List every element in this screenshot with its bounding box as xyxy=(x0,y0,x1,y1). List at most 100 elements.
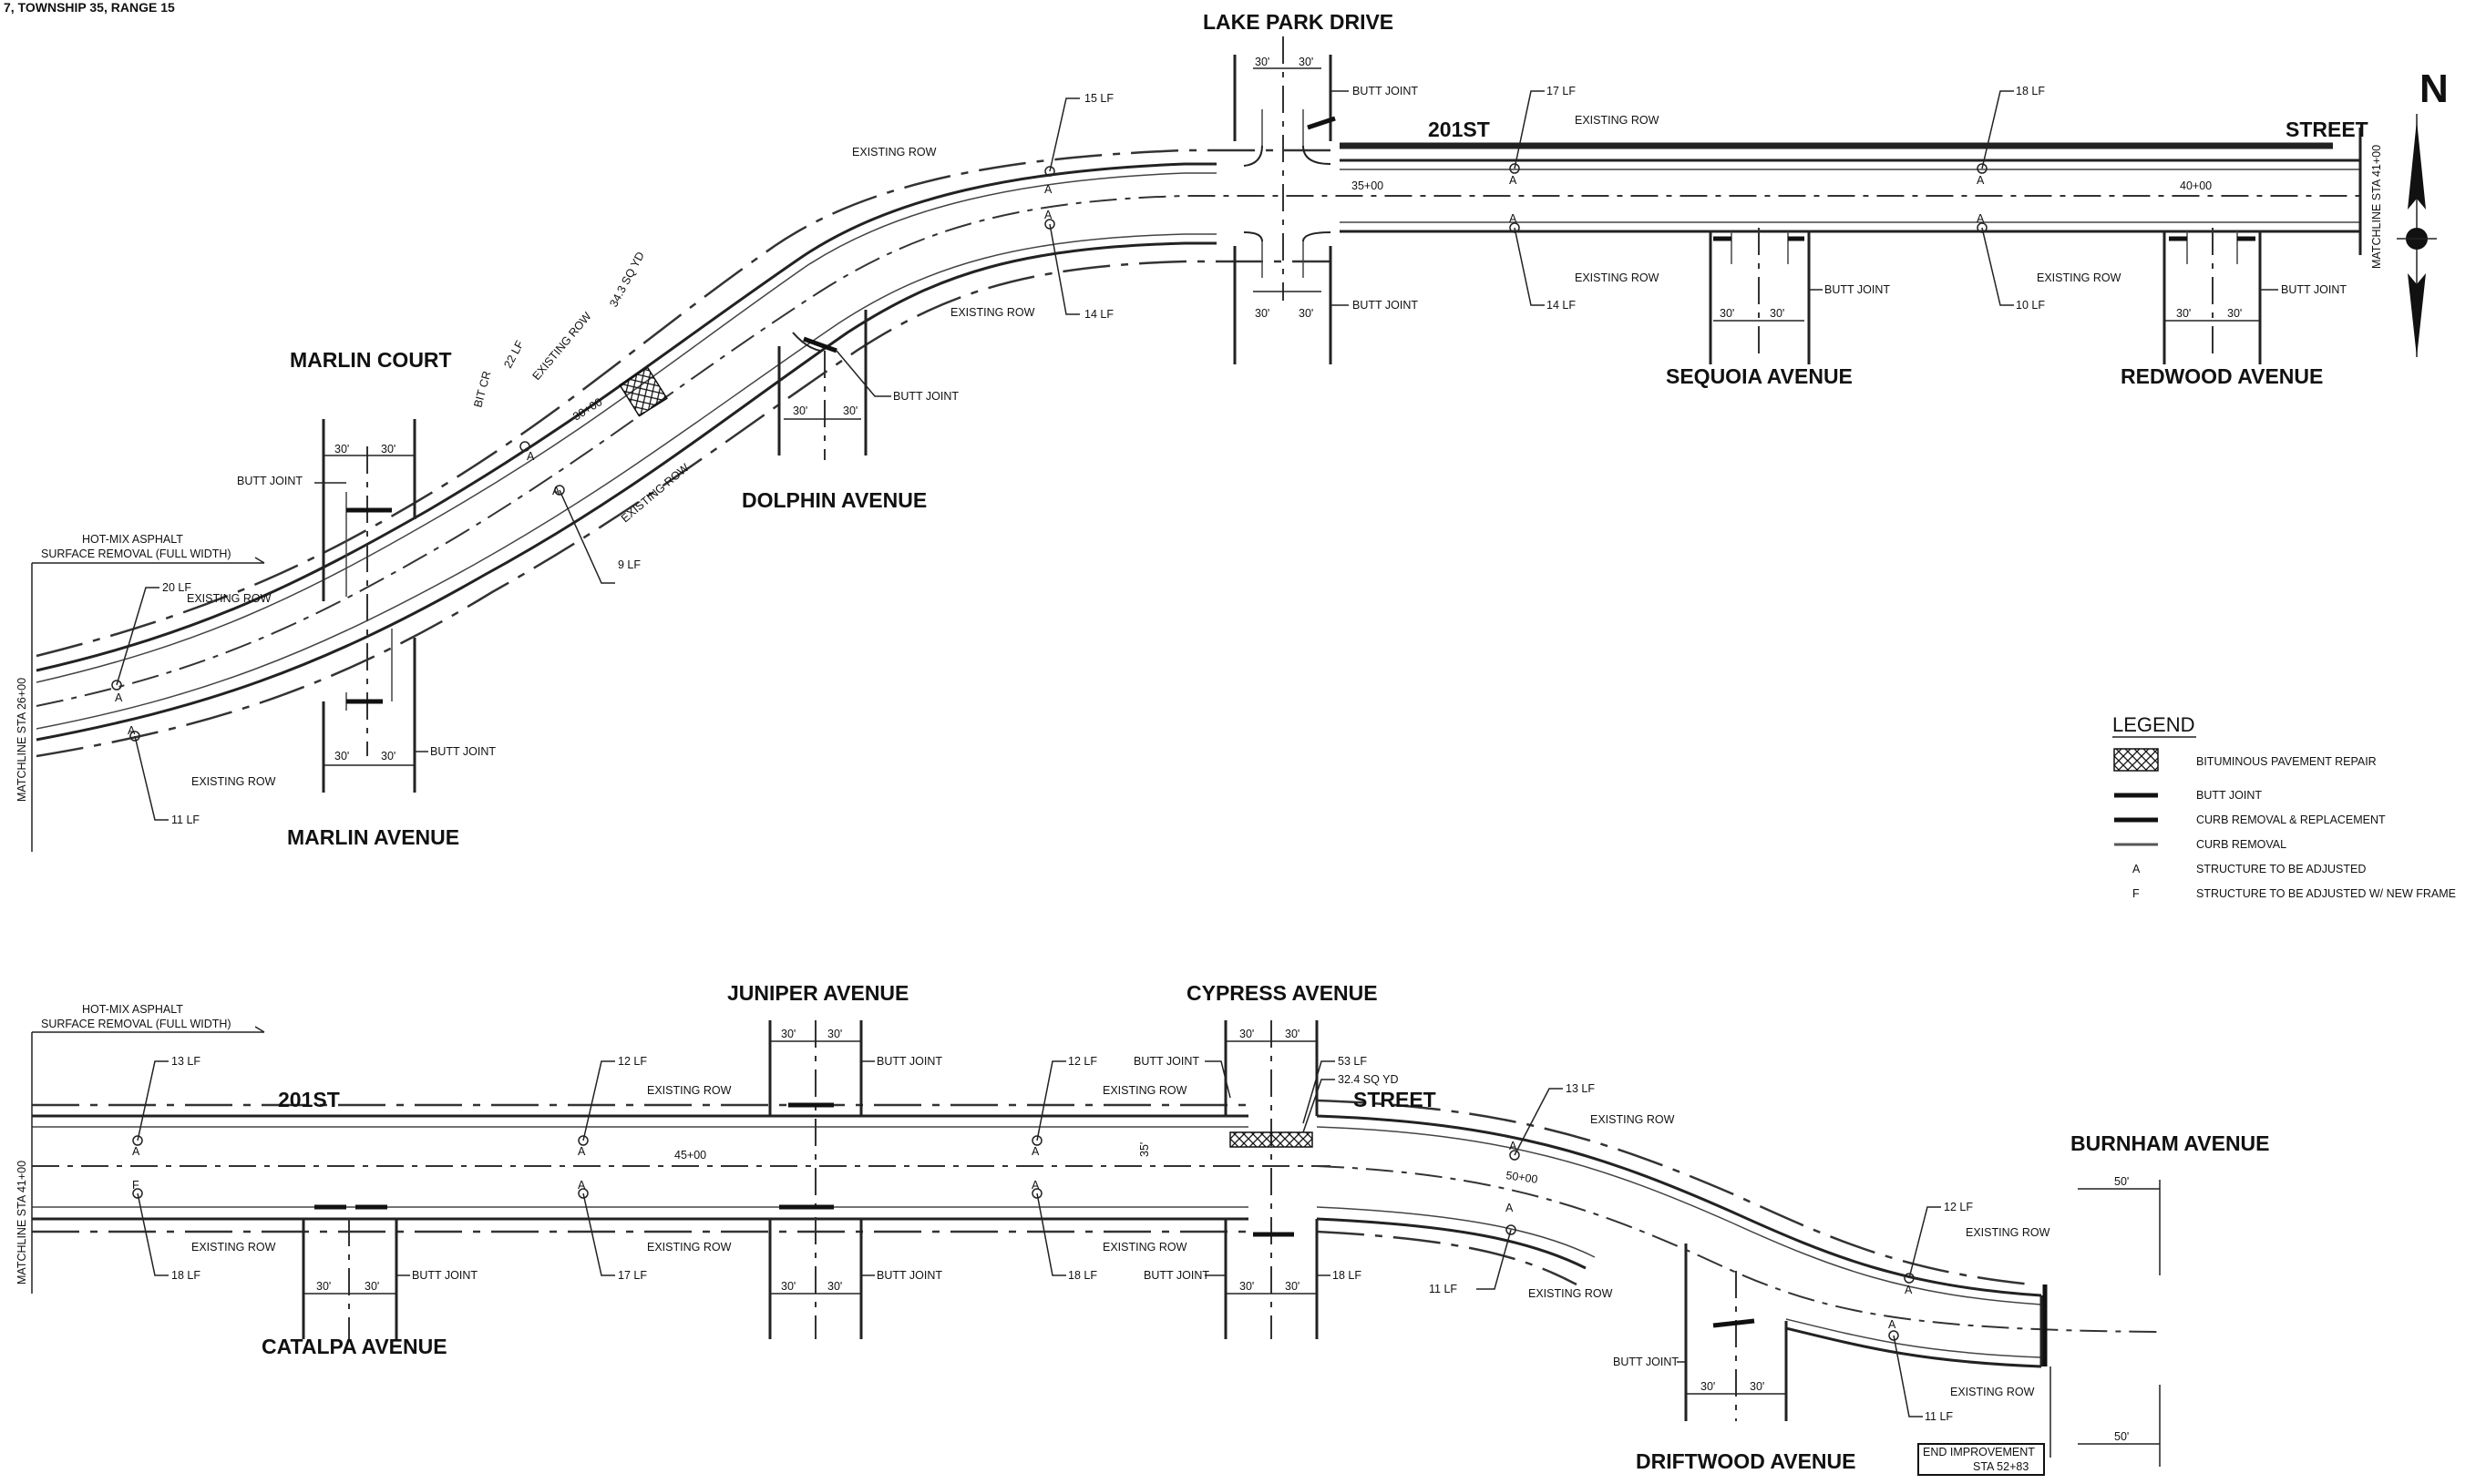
bottom-main-road xyxy=(32,1099,2161,1467)
butt-joint-b-6: BUTT JOINT xyxy=(1613,1356,1679,1368)
existing-row-3: EXISTING ROW xyxy=(950,306,1035,319)
struct-a-2: A xyxy=(1044,209,1053,221)
struct-b-a9: A xyxy=(1888,1318,1896,1331)
struct-b-f1: F xyxy=(132,1179,139,1192)
dim-30-2: 30' xyxy=(1299,56,1313,68)
dim-b-30-1: 30' xyxy=(781,1028,796,1040)
station-3500: 35+00 xyxy=(1351,179,1383,192)
existing-row-1: EXISTING ROW xyxy=(852,146,937,159)
callout-22lf: 22 LF xyxy=(501,338,527,370)
top-main-road xyxy=(36,128,2362,758)
struct-b-a2: A xyxy=(578,1145,586,1158)
struct-a-5: A xyxy=(1977,174,1985,187)
existing-row-5: EXISTING ROW xyxy=(2037,271,2121,284)
sequoia-intersection xyxy=(1709,228,1811,364)
butt-joint-b-5: BUTT JOINT xyxy=(1144,1269,1209,1282)
dim-b-30-8: 30' xyxy=(827,1280,842,1293)
driftwood-intersection xyxy=(1684,1243,1788,1421)
lake-park-intersection xyxy=(1233,36,1336,364)
street-street-top: STREET xyxy=(2286,118,2368,141)
existing-row-b-1: EXISTING ROW xyxy=(647,1084,732,1097)
callout-b-11lf-a: 11 LF xyxy=(1429,1283,1457,1295)
dim-30-14: 30' xyxy=(381,750,396,762)
struct-b-a3: A xyxy=(578,1179,586,1192)
callout-17lf: 17 LF xyxy=(1546,85,1576,97)
bottom-structures xyxy=(132,1135,1915,1341)
end-improvement-line1: END IMPROVEMENT xyxy=(1923,1446,2035,1458)
end-improvement-note: END IMPROVEMENT STA 52+83 xyxy=(1917,1443,2045,1476)
station-5000: 50+00 xyxy=(1505,1169,1539,1186)
callout-b-12lf-b: 12 LF xyxy=(1068,1055,1097,1068)
struct-a-10: A xyxy=(128,724,136,737)
callout-b-17lf: 17 LF xyxy=(618,1269,647,1282)
street-redwood: REDWOOD AVENUE xyxy=(2121,364,2323,388)
callout-b-18lf-a: 18 LF xyxy=(171,1269,200,1282)
butt-joint-lake-n: BUTT JOINT xyxy=(1352,85,1418,97)
callout-18lf: 18 LF xyxy=(2016,85,2045,97)
legend-item-1: BITUMINOUS PAVEMENT REPAIR xyxy=(2196,755,2377,768)
dim-30-4: 30' xyxy=(1299,307,1313,320)
callout-b-12lf-a: 12 LF xyxy=(618,1055,647,1068)
dim-30-10: 30' xyxy=(843,404,858,417)
struct-b-a7: A xyxy=(1505,1202,1514,1214)
north-arrow: N xyxy=(2397,67,2449,357)
callout-20lf: 20 LF xyxy=(162,581,191,594)
struct-a-6: A xyxy=(1977,212,1985,225)
cypress-intersection xyxy=(1224,1020,1319,1339)
butt-joint-marlin-s: BUTT JOINT xyxy=(430,745,496,758)
struct-a-9: A xyxy=(115,691,123,704)
existing-row-b-3: EXISTING ROW xyxy=(1590,1113,1675,1126)
callout-b-11lf-b: 11 LF xyxy=(1925,1410,1953,1423)
struct-a-1: A xyxy=(1044,183,1053,196)
legend-title: LEGEND xyxy=(2112,713,2194,736)
dim-b-30-6: 30' xyxy=(365,1280,379,1293)
hma-note-bottom: HOT-MIX ASPHALT SURFACE REMOVAL (FULL WI… xyxy=(31,1003,265,1294)
struct-a-7: A xyxy=(527,450,535,463)
hma-bottom-line1: HOT-MIX ASPHALT xyxy=(82,1003,183,1016)
station-4500: 45+00 xyxy=(674,1149,706,1162)
street-marlin-ave: MARLIN AVENUE xyxy=(287,825,459,849)
dim-b-30-9: 30' xyxy=(1239,1280,1254,1293)
existing-row-b-8: EXISTING ROW xyxy=(1966,1226,2050,1239)
legend-item-2: BUTT JOINT xyxy=(2196,789,2262,802)
dim-30-6: 30' xyxy=(1770,307,1784,320)
butt-joint-b-2: BUTT JOINT xyxy=(1134,1055,1199,1068)
legend-symbol-a: A xyxy=(2132,863,2141,875)
struct-a-8: A xyxy=(552,485,560,497)
street-dolphin: DOLPHIN AVENUE xyxy=(742,488,927,512)
street-catalpa: CATALPA AVENUE xyxy=(262,1335,447,1358)
callout-b-53lf: 53 LF xyxy=(1338,1055,1367,1068)
legend-item-4: CURB REMOVAL xyxy=(2196,838,2286,851)
callout-34sqyd: 34.3 SQ YD xyxy=(607,250,647,309)
street-lake-park: LAKE PARK DRIVE xyxy=(1203,10,1393,34)
street-201st-top: 201ST xyxy=(1428,118,1490,141)
hma-top-line2: SURFACE REMOVAL (FULL WIDTH) xyxy=(41,548,231,560)
street-sequoia: SEQUOIA AVENUE xyxy=(1666,364,1853,388)
legend: LEGEND BITUMINOUS PAVEMENT REPAIR BUTT J… xyxy=(2112,713,2456,900)
existing-row-2: EXISTING ROW xyxy=(1575,114,1659,127)
struct-b-a6: A xyxy=(1509,1140,1517,1152)
butt-joint-b-1: BUTT JOINT xyxy=(877,1055,942,1068)
callout-14lf-a: 14 LF xyxy=(1084,308,1114,321)
butt-joint-marlin-n: BUTT JOINT xyxy=(237,475,303,487)
butt-joint-b-4: BUTT JOINT xyxy=(877,1269,942,1282)
dim-30-9: 30' xyxy=(793,404,807,417)
butt-joint-lake-s: BUTT JOINT xyxy=(1352,299,1418,312)
butt-joint-sequoia: BUTT JOINT xyxy=(1824,283,1890,296)
butt-joint-b-3: BUTT JOINT xyxy=(412,1269,478,1282)
bottom-leaders xyxy=(137,1060,1941,1417)
struct-b-a1: A xyxy=(132,1145,140,1158)
dim-b-30-12: 30' xyxy=(1750,1380,1764,1393)
redwood-intersection xyxy=(2162,228,2262,364)
existing-row-b-2: EXISTING ROW xyxy=(1103,1084,1187,1097)
dim-30-11: 30' xyxy=(334,443,349,455)
street-driftwood: DRIFTWOOD AVENUE xyxy=(1636,1449,1856,1473)
marlin-intersection xyxy=(322,419,416,793)
dim-b-30-4: 30' xyxy=(1285,1028,1300,1040)
existing-row-8: EXISTING ROW xyxy=(187,592,272,605)
bit-repair-patch-bottom xyxy=(1229,1131,1313,1148)
callout-b-18lf-c: 18 LF xyxy=(1332,1269,1361,1282)
dim-b-30-7: 30' xyxy=(781,1280,796,1293)
north-label: N xyxy=(2419,67,2449,111)
